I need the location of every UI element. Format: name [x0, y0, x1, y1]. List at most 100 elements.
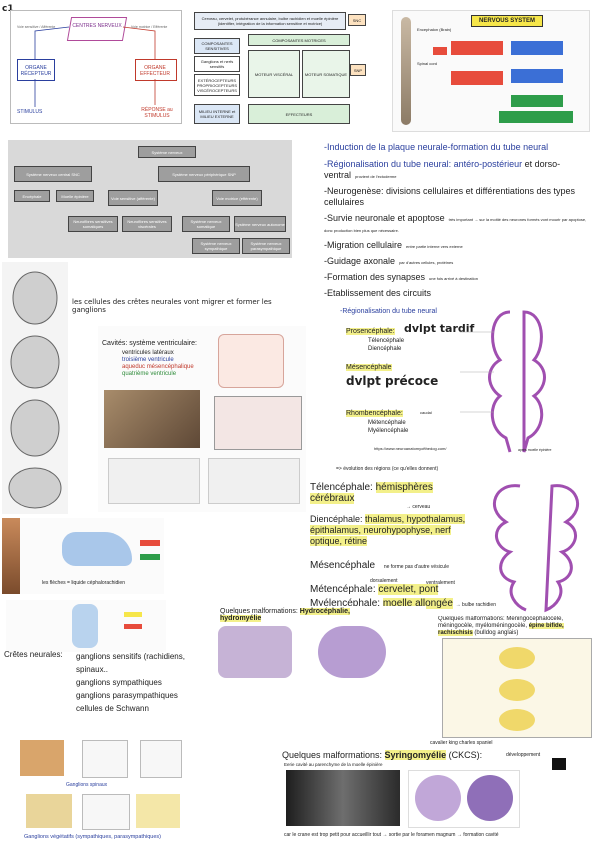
tube-derivatives-outline: [493, 484, 579, 613]
centres-label: CENTRES NERVEUX: [72, 23, 122, 29]
development-item: -Etablissement des circuits: [324, 288, 592, 299]
receptor-box: [17, 59, 55, 81]
mesencephale-label: Mésencéphale: [346, 364, 392, 371]
syringo-section-1: [415, 775, 461, 821]
syringo-histology-frame: [408, 770, 520, 828]
spina-cyst-1: [499, 647, 535, 669]
green-box-1: [511, 95, 563, 107]
ventricle-cast: [62, 532, 132, 566]
development-item-text: -Guidage axonale: [324, 256, 396, 266]
spina-cyst-3: [499, 709, 535, 731]
cavity-item: aqueduc mésencéphalique: [122, 364, 194, 370]
tel-note: → cerveau: [406, 504, 431, 510]
ganglion-photo-1: [20, 740, 64, 776]
crest-item: ganglions parasympathiques: [76, 691, 178, 700]
mes-note: ne forme pas d'autre vésicule: [383, 564, 449, 570]
diencephale-label: Diencéphale: [368, 346, 402, 352]
tree-sns: Système nerveux somatique: [182, 216, 230, 232]
tree-para: Système nerveux parasympathique: [242, 238, 290, 254]
tree-encephale: Encéphale: [14, 190, 50, 202]
spine-photo: [401, 17, 411, 125]
development-item-note: une fois arrivé à destination: [429, 276, 478, 281]
effectors-box: EFFECTEURS: [248, 104, 350, 124]
arrow-lines: [34, 26, 156, 107]
development-list: -Induction de la plaque neurale-formatio…: [324, 142, 592, 304]
tree-efferent: Voie motrice (efférente): [212, 190, 262, 206]
spinal-drawing: [72, 604, 98, 648]
brain-section-photo: [104, 390, 200, 448]
crest-item: ganglions sensitifs (rachidiens, spinaux…: [76, 652, 185, 674]
malfo3-title: Quelques malformations:: [282, 750, 385, 760]
response-label: RÉPONSE au STIMULUS: [141, 107, 173, 119]
syringo-arrow-icon: [552, 758, 566, 770]
development-item-text: -Régionalisation du tube neural: antéro-…: [324, 159, 523, 169]
neural-tube-outline: [460, 310, 546, 453]
stimulus-label: STIMULUS: [17, 109, 43, 115]
regionalisation-panel: -Régionalisation du tube neural Prosencé…: [310, 302, 594, 456]
tree-afferent: Voie sensitive (afférente): [108, 190, 158, 206]
ganglia-spinaux: Ganglions spinaux: [66, 782, 108, 788]
ganglion-sketch-4: [136, 794, 180, 828]
development-item-text: -Formation des synapses: [324, 272, 426, 282]
mes-label: Mésencéphale: [310, 560, 376, 571]
met-value: cervelet, pont: [378, 584, 439, 595]
receptor-label: ORGANE RÉCEPTEUR: [20, 65, 52, 77]
ganglion-photo-2: [26, 794, 72, 828]
development-item: -Régionalisation du tube neural: antéro-…: [324, 159, 592, 181]
snc-header: Cerveau, cervelet, protubérance annulair…: [194, 12, 346, 30]
blue-box-2: [511, 69, 563, 83]
snp-tag: SNP: [350, 64, 366, 76]
development-item-note: très important → sur la moitié des neuro…: [324, 217, 587, 233]
rhombencephale-label: Rhombencéphale:: [346, 410, 403, 417]
cord-label: Spinal cord: [417, 61, 438, 66]
tree-sna: Système nerveux autonome: [234, 216, 286, 232]
neural-tube-figures: [2, 262, 68, 514]
effector-label: ORGANE EFFECTEUR: [140, 65, 170, 77]
green-box-2: [499, 111, 573, 123]
csf-note: les flèches = liquide céphalorachidien: [42, 580, 125, 586]
syringo-dev: développement: [506, 752, 541, 758]
met-note-1: dorsalement: [370, 578, 398, 584]
development-item: -Induction de la plaque neurale-formatio…: [324, 142, 592, 153]
tel-label: Télencéphale:: [310, 482, 376, 493]
mye-note: → bulbe rachidien: [455, 602, 496, 608]
crest-item: ganglions sympathiques: [76, 678, 162, 687]
spinal-figure: [6, 600, 166, 652]
milieu-box: MILIEU INTERNE et MILIEU EXTERNE: [194, 104, 240, 124]
corner-note: c1: [2, 4, 14, 14]
regio-url: https://www.neuroanatomyofthedog.com/: [374, 446, 447, 451]
somatic-motor: MOTEUR SOMATIQUE: [302, 50, 350, 98]
tree-neuro-s1: Neurofibres sensitives somatiques: [68, 216, 118, 232]
development-item-text: -Survie neuronale et apoptose: [324, 213, 445, 223]
ganglion-sketch-1: [82, 740, 128, 778]
hydro-section-1: [218, 626, 292, 678]
cavities-title: Cavités: système ventriculaire:: [102, 340, 197, 347]
tree-symp: Système nerveux sympathique: [192, 238, 240, 254]
sensory-motor-diagram: CENTRES NERVEUX Voie sensitive / Afféren…: [10, 10, 182, 124]
rhombencephale-note: caudal: [420, 410, 432, 415]
cavities-panel: Cavités: système ventriculaire: ventricu…: [98, 326, 306, 512]
development-item-note: entre partie interne vers externe: [406, 244, 463, 249]
system-tree-chart: Système nerveux Système nerveux central …: [8, 140, 292, 258]
malfo2-end: (bulldog anglais): [472, 630, 519, 636]
csf-photo-strip: [2, 518, 20, 594]
malfo2-rest: Meningocéphalocèle, méningocèle, myélomé…: [438, 616, 564, 629]
mye-label: Myélencéphale:: [310, 598, 383, 609]
red-box-small: [433, 47, 447, 55]
myelencephale-label: Myélencéphale: [368, 428, 409, 434]
crest-list: ganglions sensitifs (rachidiens, spinaux…: [76, 650, 216, 715]
metencephale-label: Métencéphale: [368, 420, 406, 426]
malfo3-hl: Syringomyélie: [384, 750, 447, 760]
ganglia-vegetatifs: Ganglions végétatifs (sympathiques, para…: [24, 834, 161, 840]
red-box-2: [451, 71, 503, 85]
cavity-item: troisième ventricule: [122, 357, 174, 363]
cavity-item: ventricules latéraux: [122, 350, 174, 356]
components-diagram: Cerveau, cervelet, protubérance annulair…: [192, 10, 368, 126]
tree-snc: Système nerveux central SNC: [14, 166, 92, 182]
tree-neuro-s2: Neurofibres sensitives viscérales: [122, 216, 172, 232]
ganglion-sketch-2: [140, 740, 182, 778]
